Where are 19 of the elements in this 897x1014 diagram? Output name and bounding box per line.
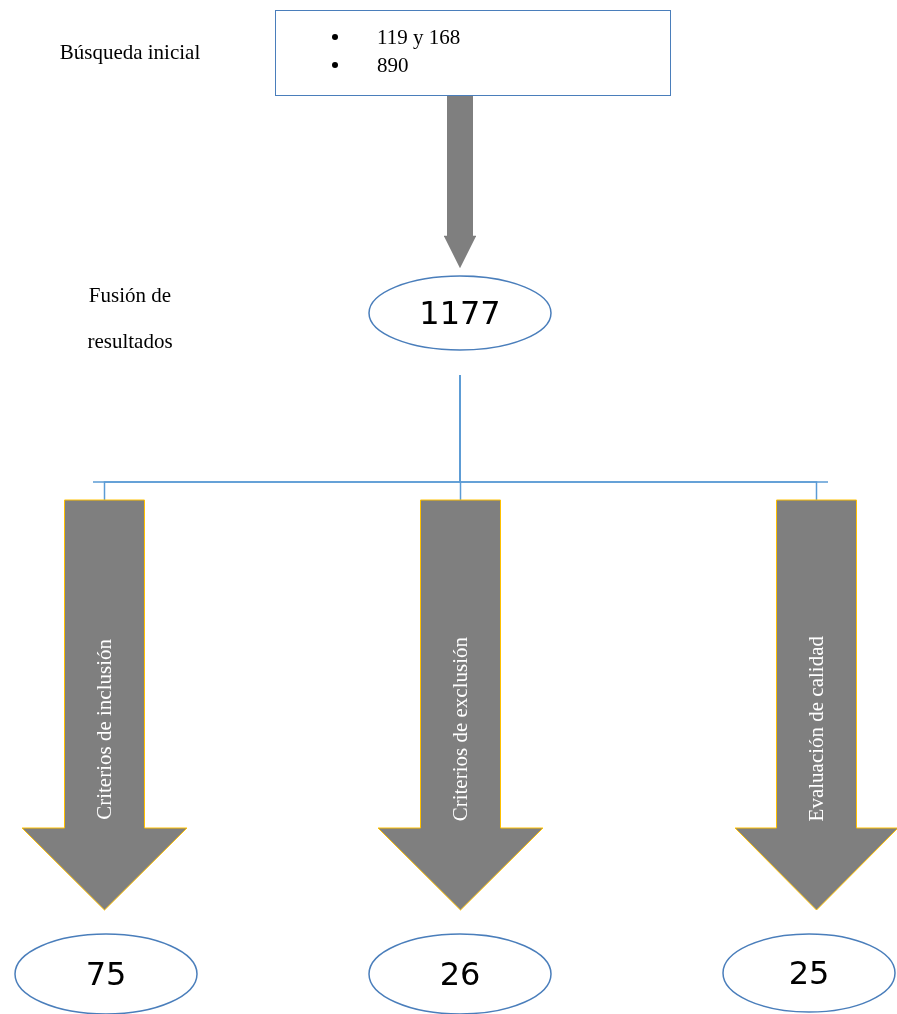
search-count: 119 y 168 [377, 24, 461, 51]
count-text: 26 [439, 955, 481, 993]
search-count: 890 [377, 52, 409, 79]
count-text: 25 [788, 954, 830, 992]
block-arrow [22, 500, 187, 910]
text-box [275, 10, 671, 96]
block-arrow-connector [443, 96, 477, 269]
result-oval [368, 275, 552, 351]
stage-label: Fusión de resultados [86, 282, 174, 355]
count-text: 75 [85, 955, 127, 993]
arrow-label: Criterios de inclusión [92, 638, 117, 820]
result-oval [722, 933, 896, 1013]
count-text: 1177 [419, 294, 501, 332]
arrow-label: Evaluación de calidad [804, 636, 829, 822]
connector-line [459, 374, 818, 501]
block-arrow [378, 500, 543, 910]
block-arrow [735, 500, 897, 910]
arrow-label: Criterios de exclusión [448, 636, 473, 822]
stage-label: Búsqueda inicial [58, 40, 202, 64]
